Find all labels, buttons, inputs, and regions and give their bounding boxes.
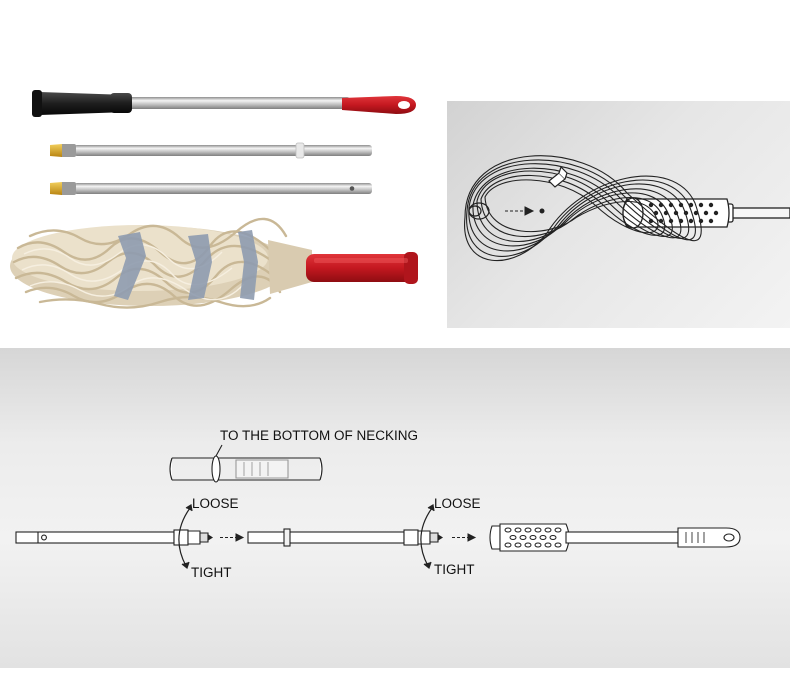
tight-label-2: TIGHT <box>434 562 475 577</box>
lower-pole <box>50 182 372 195</box>
rotation-arc-1 <box>178 504 193 570</box>
necking-detail <box>169 444 323 483</box>
cotton-mop-head <box>10 217 312 309</box>
necking-label: TO THE BOTTOM OF NECKING <box>220 428 418 443</box>
red-mop-socket <box>306 252 418 284</box>
rotation-arc-2 <box>420 504 435 570</box>
red-hang-cap <box>342 96 416 114</box>
thread-tip-1 <box>50 144 62 157</box>
binding-bands <box>114 230 258 300</box>
assembly-diagram-panel: TO THE BOTTOM OF NECKING LOOSE TIGHT <box>0 348 790 668</box>
assembly-pole-1 <box>15 529 214 546</box>
assembly-grip-dots <box>504 527 562 548</box>
loop-ring-left <box>468 202 490 220</box>
drawing-arrow <box>505 206 545 216</box>
top-pole-steel <box>128 97 350 109</box>
tight-label-1: TIGHT <box>191 565 232 580</box>
loose-label-2: LOOSE <box>434 496 481 511</box>
mop-loop-drawing <box>464 155 790 262</box>
mop-loop-drawing-panel <box>447 101 790 328</box>
top-handle-pole <box>32 90 416 117</box>
product-photo <box>10 90 418 309</box>
black-grip <box>37 92 131 115</box>
grip-end-cap <box>32 90 42 117</box>
hang-hole <box>398 101 410 109</box>
insert-arrow-2 <box>452 533 477 542</box>
thread-tip-2 <box>50 182 62 195</box>
yarn-loop-strands <box>464 155 702 262</box>
assembly-diagram: TO THE BOTTOM OF NECKING LOOSE TIGHT <box>15 428 741 580</box>
middle-pole <box>50 142 372 159</box>
product-photo-panel <box>0 0 440 340</box>
loose-label-1: LOOSE <box>192 496 239 511</box>
insert-arrow-1 <box>220 533 245 542</box>
loop-clip <box>548 165 568 188</box>
assembly-pole-2 <box>247 528 444 547</box>
